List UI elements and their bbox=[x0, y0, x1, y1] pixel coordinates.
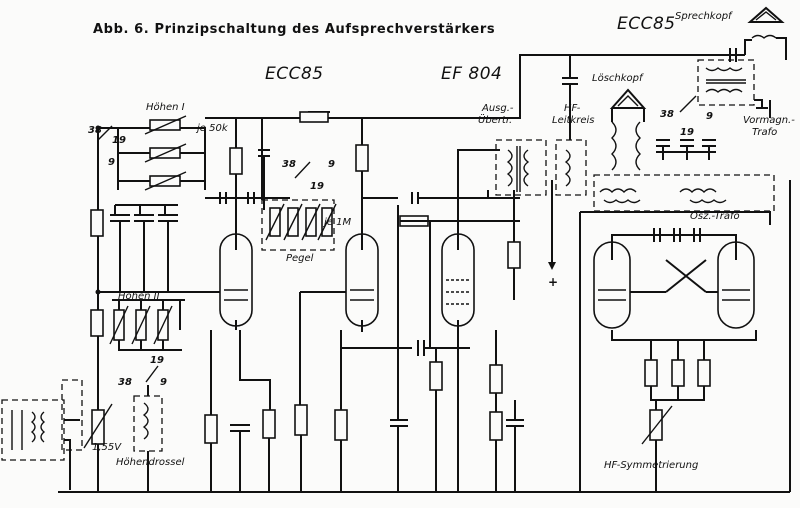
label-vormagn-1: Vormagn.- bbox=[743, 115, 795, 126]
switch3-pos-19: 19 bbox=[150, 355, 164, 366]
pegel-network bbox=[258, 118, 337, 251]
label-hoehendrossel: Höhendrossel bbox=[116, 457, 185, 468]
label-hoehen1: Höhen I bbox=[146, 102, 185, 113]
resistor bbox=[671, 359, 685, 387]
label-ausg-2: Übertr. bbox=[478, 115, 513, 126]
resistor bbox=[489, 364, 503, 394]
sprechkopf bbox=[729, 6, 787, 62]
switch3-pos-38: 38 bbox=[118, 377, 132, 388]
label-je50k: je 50k bbox=[197, 123, 228, 134]
resistor bbox=[90, 309, 104, 337]
tube-ecc85-b bbox=[345, 118, 379, 332]
cathode-resistor bbox=[204, 414, 218, 444]
label-hf-2: Leitkreis bbox=[552, 115, 595, 126]
switch-arm bbox=[97, 125, 113, 141]
resistor bbox=[334, 409, 348, 441]
hoehen1-network bbox=[110, 115, 206, 292]
resistor bbox=[90, 209, 104, 237]
resistor bbox=[429, 361, 443, 391]
tube-ef804 bbox=[441, 149, 500, 330]
tube-label-ecc85-left: ECC85 bbox=[265, 64, 324, 84]
label-hf-1: HF- bbox=[564, 103, 581, 114]
label-plus: + bbox=[548, 275, 559, 289]
osz-trafo bbox=[579, 174, 775, 492]
label-loeschkopf: Löschkopf bbox=[592, 73, 643, 84]
hoehen2-network bbox=[109, 299, 185, 351]
label-voltage: 1,55V bbox=[92, 442, 122, 453]
tube-ecc85-osc-a bbox=[593, 234, 640, 329]
switch-arm bbox=[679, 95, 697, 113]
label-hoehen2: Höhen II bbox=[118, 291, 160, 302]
vormagn-trafo bbox=[697, 59, 768, 109]
label-je1m: je 1M bbox=[324, 217, 352, 228]
label-pegel: Pegel bbox=[286, 253, 314, 264]
symm-potentiometer bbox=[649, 409, 663, 441]
resistor bbox=[294, 404, 308, 436]
input-potentiometer bbox=[83, 340, 113, 492]
label-sprechkopf: Sprechkopf bbox=[675, 11, 732, 22]
loeschkopf bbox=[609, 88, 647, 171]
input-transformer bbox=[1, 379, 83, 490]
switch4-pos-9: 9 bbox=[706, 111, 713, 122]
switch4-pos-19: 19 bbox=[680, 127, 694, 138]
ausg-uebertrager bbox=[484, 139, 547, 199]
switch3-pos-9: 9 bbox=[160, 377, 167, 388]
switch1-pos-9: 9 bbox=[108, 157, 115, 168]
resistor bbox=[644, 359, 658, 387]
resistor bbox=[262, 409, 276, 439]
tube-ecc85-a bbox=[219, 118, 253, 330]
resistor bbox=[489, 411, 503, 441]
switch-arm bbox=[145, 365, 159, 383]
switch2-pos-38: 38 bbox=[282, 159, 296, 170]
switch1-pos-38: 38 bbox=[88, 125, 102, 136]
resistor bbox=[507, 241, 521, 269]
switch-arm bbox=[294, 161, 311, 179]
switch4-pos-38: 38 bbox=[660, 109, 674, 120]
switch1-pos-19: 19 bbox=[112, 135, 126, 146]
label-vormagn-2: Trafo bbox=[752, 127, 778, 138]
label-osz-trafo: Osz.-Trafo bbox=[690, 211, 740, 222]
resistor bbox=[299, 111, 329, 123]
label-hf-symmetrierung: HF-Symmetrierung bbox=[604, 460, 699, 471]
switch2-pos-9: 9 bbox=[328, 159, 335, 170]
switch2-pos-19: 19 bbox=[310, 181, 324, 192]
tube-label-ecc85-right: ECC85 bbox=[617, 14, 676, 34]
hoehendrossel bbox=[133, 385, 163, 492]
label-ausg-1: Ausg.- bbox=[482, 103, 514, 114]
figure-title: Abb. 6. Prinzipschaltung des Aufsprechve… bbox=[93, 22, 496, 37]
resistor bbox=[697, 359, 711, 387]
hf-leitkreis bbox=[548, 55, 587, 270]
tube-ecc85-osc-b bbox=[700, 234, 755, 329]
tube-label-ef804: EF 804 bbox=[441, 64, 503, 84]
